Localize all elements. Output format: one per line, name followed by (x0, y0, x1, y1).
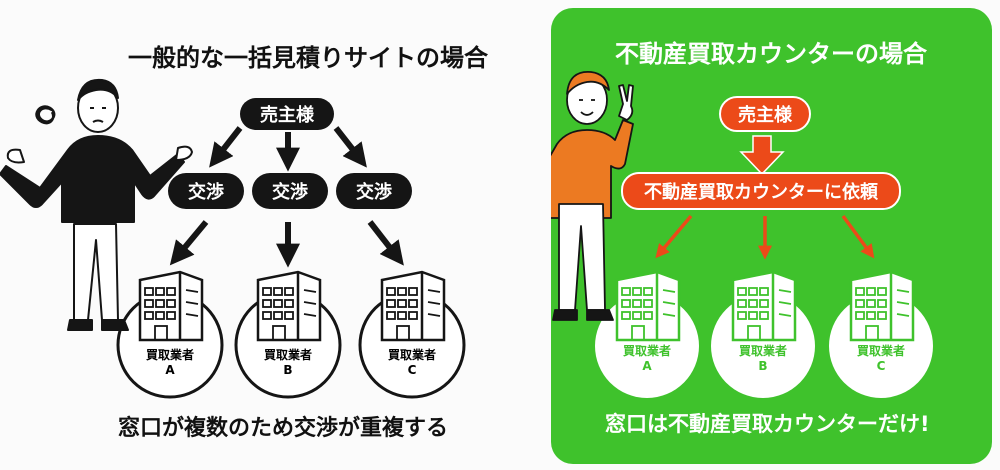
building-icon (849, 270, 915, 342)
buyer-letter: A (165, 363, 175, 377)
left-diagram-graphics (0, 78, 466, 399)
buyer-name: 買取業者 (738, 344, 787, 358)
arrow-to-buyer-a (169, 220, 209, 266)
right-panel: 不動産買取カウンターの場合 (551, 8, 992, 464)
request-to-buyer-arrows (655, 214, 875, 260)
buyer-name: 買取業者 (263, 348, 312, 362)
seller-to-request-arrow (739, 135, 785, 176)
building-icon (256, 270, 322, 342)
peace-sign-icon (618, 84, 634, 121)
buyer-letter: C (876, 359, 886, 373)
buyer-label-a: 買取業者 A (607, 344, 687, 374)
building-icon (380, 270, 446, 342)
negotiation-pill-1: 交渉 (168, 173, 244, 209)
arrow-to-buyer-c (841, 214, 875, 259)
right-title: 不動産買取カウンターの場合 (615, 40, 927, 68)
negotiation-pill-2: 交渉 (252, 173, 328, 209)
happy-man-illustration (551, 71, 634, 321)
buyer-letter: A (642, 359, 652, 373)
building-icon (731, 270, 797, 342)
buyer-name: 買取業者 (145, 348, 194, 362)
arrow-to-negotiation-1 (209, 126, 243, 168)
confused-scribble-icon (35, 105, 56, 125)
buyer-label-c: 買取業者 C (372, 348, 452, 378)
buyer-label-b: 買取業者 B (723, 344, 803, 374)
request-pill: 不動産買取カウンターに依頼 (621, 172, 901, 210)
buyer-letter: B (758, 359, 768, 373)
negotiation-to-buyer-arrows (169, 220, 404, 268)
arrow-to-buyer-a (655, 214, 693, 259)
seller-pill-left: 売主様 (240, 98, 334, 130)
buyer-letter: C (407, 363, 417, 377)
arrow-to-negotiation-3 (333, 126, 367, 168)
arrow-to-buyer-c (367, 220, 404, 266)
right-bottom-text: 窓口は不動産買取カウンターだけ! (605, 412, 930, 436)
buyer-name: 買取業者 (622, 344, 671, 358)
buyer-letter: B (283, 363, 293, 377)
building-icon (138, 270, 204, 342)
buyer-name: 買取業者 (856, 344, 905, 358)
buyer-label-a: 買取業者 A (130, 348, 210, 378)
seller-pill-right: 売主様 (719, 96, 811, 132)
negotiation-pill-3: 交渉 (336, 173, 412, 209)
buyer-name: 買取業者 (387, 348, 436, 362)
building-icon (615, 270, 681, 342)
confused-man-illustration (0, 78, 193, 331)
buyer-label-b: 買取業者 B (248, 348, 328, 378)
seller-to-negotiation-arrows (209, 126, 367, 172)
right-diagram-graphics (551, 71, 933, 398)
buyer-label-c: 買取業者 C (841, 344, 921, 374)
left-title: 一般的な一括見積りサイトの場合 (128, 44, 488, 72)
left-panel: 一般的な一括見積りサイトの場合 (0, 44, 488, 441)
left-bottom-text: 窓口が複数のため交渉が重複する (118, 416, 449, 441)
